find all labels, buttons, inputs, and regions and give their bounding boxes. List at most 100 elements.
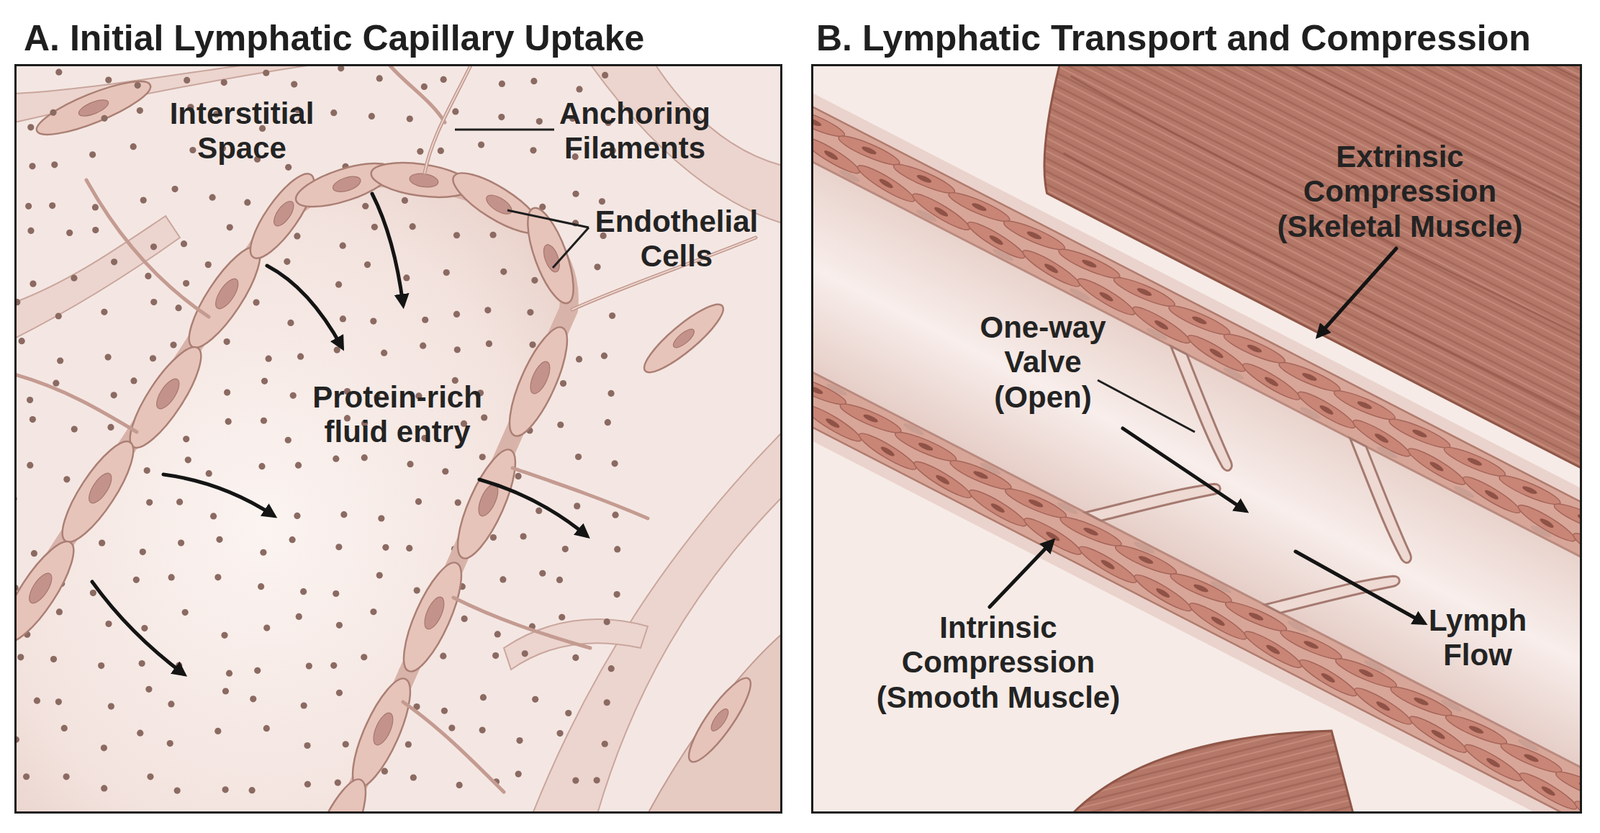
- smooth-muscle-cell: [1516, 767, 1580, 814]
- protein-particle: [601, 740, 609, 748]
- protein-particle: [593, 263, 601, 270]
- cell-nucleus: [972, 469, 989, 481]
- protein-particle: [100, 308, 108, 316]
- protein-particle: [335, 543, 342, 550]
- cell-nucleus: [1428, 459, 1445, 473]
- cell-nucleus: [917, 441, 935, 453]
- valve-leaflet: [1085, 436, 1222, 563]
- smooth-muscle-cell: [1021, 513, 1085, 559]
- cell-nucleus: [824, 416, 841, 429]
- protein-particle: [332, 455, 340, 463]
- vessel-edge: [811, 64, 1583, 814]
- protein-particle: [297, 353, 304, 360]
- vessel-edge: [811, 84, 1583, 709]
- protein-particle: [100, 115, 108, 122]
- protein-particle: [214, 727, 221, 735]
- endothelial-cell: [25, 569, 57, 607]
- anchoring-filament: [14, 374, 137, 432]
- protein-particle: [382, 544, 389, 551]
- cell-nucleus: [1248, 611, 1265, 622]
- panel-a-art: [14, 64, 783, 814]
- cell-nucleus: [1484, 756, 1501, 769]
- protein-particle: [440, 76, 447, 83]
- protein-particle: [376, 74, 383, 82]
- protein-particle: [100, 784, 108, 792]
- protein-particle: [604, 418, 612, 426]
- protein-particle: [339, 315, 347, 322]
- endothelial-cell: [526, 359, 555, 397]
- protein-particle: [413, 586, 421, 594]
- fluid-entry-arrow: [267, 265, 342, 347]
- cell-nucleus: [989, 501, 1006, 514]
- smooth-muscle-cell: [811, 400, 865, 446]
- protein-particle: [17, 653, 24, 661]
- protein-particle: [519, 532, 527, 540]
- anchoring-filament: [388, 64, 445, 123]
- fluid-entry-arrow: [163, 474, 274, 516]
- panel-heading: A. Initial Lymphatic Capillary Uptake: [23, 20, 645, 57]
- compression-arrow: [989, 541, 1053, 607]
- protein-particle: [174, 304, 182, 311]
- protein-particle: [14, 64, 621, 794]
- protein-particle: [182, 279, 190, 287]
- endothelial-cell: [331, 173, 363, 195]
- protein-particle: [287, 319, 294, 327]
- endothelial-cell: [341, 671, 422, 794]
- protein-particle: [105, 620, 112, 627]
- protein-particle: [421, 83, 428, 90]
- protein-particle: [168, 573, 175, 581]
- protein-particle: [289, 536, 296, 543]
- smooth-muscle-cell: [965, 485, 1030, 531]
- protein-particle: [205, 261, 212, 268]
- protein-particle: [401, 197, 409, 204]
- smooth-muscle-cell: [811, 132, 863, 178]
- protein-particle: [335, 281, 342, 288]
- protein-particle: [290, 392, 297, 399]
- protein-particle: [223, 389, 231, 396]
- protein-particle: [405, 544, 413, 552]
- protein-particle: [453, 310, 460, 318]
- protein-particle: [92, 226, 99, 234]
- protein-particle: [334, 778, 342, 786]
- protein-particle: [167, 700, 175, 707]
- protein-particle: [494, 630, 501, 637]
- fluid-entry-arrow: [479, 479, 587, 536]
- protein-particle: [107, 423, 114, 431]
- protein-particle: [97, 662, 105, 669]
- connective-tissue-strand: [14, 64, 783, 814]
- protein-particle: [461, 615, 468, 622]
- protein-particle: [249, 695, 257, 702]
- protein-particle: [226, 670, 233, 677]
- protein-particle: [55, 698, 62, 705]
- smooth-muscle-cell: [1076, 541, 1140, 588]
- protein-particle: [613, 590, 621, 598]
- cell-nucleus: [1522, 752, 1540, 763]
- fibroblast-cell: [708, 706, 732, 734]
- protein-particle: [49, 109, 57, 116]
- protein-particle: [600, 352, 608, 360]
- smooth-muscle-cell: [811, 132, 863, 178]
- cell-nucleus: [822, 148, 839, 162]
- protein-particle: [149, 354, 157, 362]
- smooth-muscle-cell: [1241, 626, 1305, 673]
- protein-particle: [498, 80, 506, 88]
- smooth-muscle-cell: [1296, 654, 1360, 701]
- endothelial-cell: [297, 772, 378, 814]
- protein-particle: [500, 268, 507, 275]
- endothelial-cell: [51, 432, 145, 551]
- endothelial-cell: [446, 442, 527, 565]
- protein-particle: [484, 306, 491, 314]
- protein-particle: [105, 77, 112, 84]
- fibroblast-cell: [670, 326, 698, 351]
- endothelial-cell: [392, 555, 473, 678]
- protein-particle: [572, 654, 579, 661]
- protein-particle: [369, 608, 377, 615]
- connective-tissue-strand: [647, 633, 783, 814]
- protein-particle: [403, 274, 410, 281]
- protein-particle: [490, 534, 497, 541]
- protein-particle: [222, 687, 229, 694]
- cell-nucleus: [988, 233, 1005, 247]
- endothelial-cell: [498, 320, 579, 442]
- endothelial-cell: [297, 772, 378, 814]
- protein-particle: [184, 456, 192, 463]
